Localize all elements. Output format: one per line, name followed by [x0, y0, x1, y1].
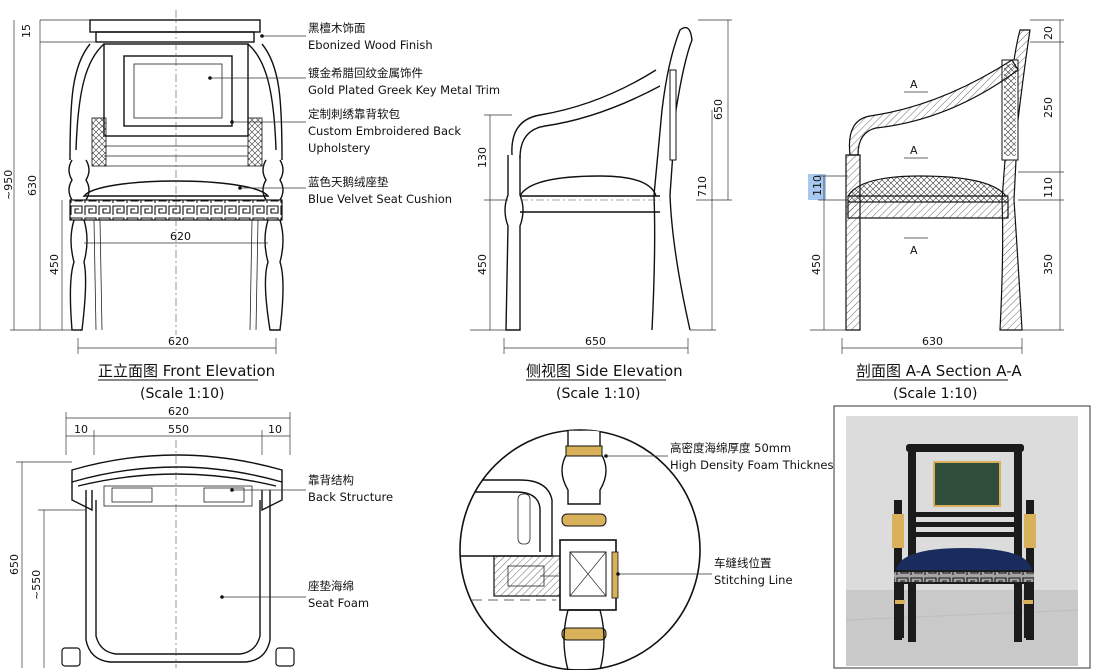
side-scale: (Scale 1:10) [556, 386, 640, 402]
side-dim-130: 130 [476, 147, 489, 168]
front-elevation: 15 ~950 630 450 620 620 黑檀木饰面 Ebonized W… [2, 10, 500, 402]
section-dim-350: 350 [1042, 254, 1055, 275]
front-dim-15: 15 [20, 24, 33, 38]
callout-trim-zh: 镀金希腊回纹金属饰件 [308, 66, 423, 80]
side-dim-650-width: 650 [585, 335, 606, 348]
section-dim-110-left: 110 [811, 175, 824, 196]
highlight-box [808, 174, 826, 200]
section-dim-450: 450 [810, 254, 823, 275]
section-dim-110-right: 110 [1042, 177, 1055, 198]
plan-dim-550-depth: ~550 [30, 570, 43, 600]
front-scale: (Scale 1:10) [140, 386, 224, 402]
side-dim-450: 450 [476, 254, 489, 275]
side-dim-650-height: 650 [712, 99, 725, 120]
section-marker-a-2: A [910, 144, 918, 157]
callout-seat-en: Blue Velvet Seat Cushion [308, 192, 452, 206]
callout-ebony-en: Ebonized Wood Finish [308, 38, 433, 52]
callout-seat-zh: 蓝色天鹅绒座垫 [308, 175, 389, 189]
front-dim-630: 630 [26, 175, 39, 196]
callout-seat-foam-en: Seat Foam [308, 596, 369, 610]
joint-detail: 高密度海绵厚度 50mm High Density Foam Thickness… [459, 429, 839, 670]
callout-foam-zh: 高密度海绵厚度 50mm [670, 441, 791, 455]
section-caption: 剖面图 A-A Section A-A [856, 362, 1022, 380]
callout-back-en: Custom Embroidered Back [308, 124, 461, 138]
plan-view: 620 10 550 10 650 ~550 靠背结构 Back Structu… [8, 405, 393, 668]
front-dim-950: ~950 [2, 170, 15, 200]
plan-dim-10-right: 10 [268, 423, 282, 436]
callout-seat-foam-zh: 座垫海绵 [308, 579, 354, 593]
section-a-a: A A A 110 450 20 250 110 350 630 剖面图 A-A… [808, 19, 1064, 402]
chair-photo [833, 405, 1091, 669]
callout-foam-en: High Density Foam Thickness [670, 458, 839, 472]
plan-dim-620: 620 [168, 405, 189, 418]
plan-dim-550: 550 [168, 423, 189, 436]
side-caption: 侧视图 Side Elevation [526, 362, 683, 380]
callout-back-en2: Upholstery [308, 141, 371, 155]
callout-trim-en: Gold Plated Greek Key Metal Trim [308, 83, 500, 97]
callout-back-structure-zh: 靠背结构 [308, 473, 354, 487]
section-dim-630: 630 [922, 335, 943, 348]
callout-ebony-zh: 黑檀木饰面 [308, 21, 366, 35]
side-elevation: 130 450 650 710 650 侧视图 Side Elevation (… [470, 19, 732, 402]
callout-stitch-zh: 车缝线位置 [714, 556, 772, 570]
plan-dim-10-left: 10 [74, 423, 88, 436]
callout-back-structure-en: Back Structure [308, 490, 393, 504]
plan-dim-650: 650 [8, 554, 21, 575]
front-dim-450: 450 [48, 254, 61, 275]
section-marker-a-1: A [910, 78, 918, 91]
section-dim-250: 250 [1042, 97, 1055, 118]
section-scale: (Scale 1:10) [893, 386, 977, 402]
section-marker-a-3: A [910, 244, 918, 257]
section-dim-20: 20 [1042, 26, 1055, 40]
front-dim-620-seat: 620 [170, 230, 191, 243]
side-dim-710: 710 [696, 176, 709, 197]
callout-back-zh: 定制刺绣靠背软包 [308, 107, 400, 121]
callout-stitch-en: Stitching Line [714, 573, 793, 587]
front-dim-620-width: 620 [168, 335, 189, 348]
front-caption: 正立面图 Front Elevation [98, 362, 275, 380]
